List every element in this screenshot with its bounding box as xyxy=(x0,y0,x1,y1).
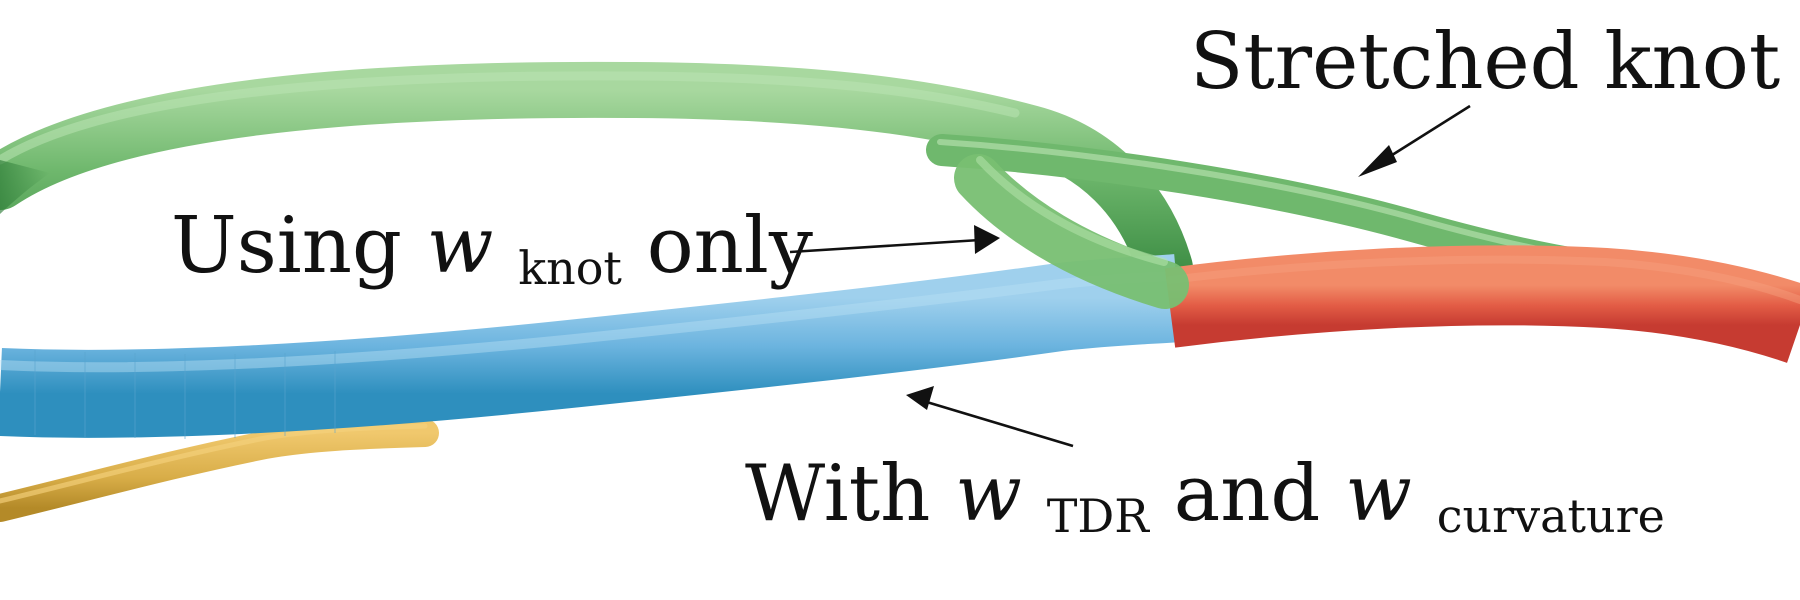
red-tube xyxy=(1164,245,1800,363)
tdr-curvature-arrow xyxy=(906,386,1074,448)
green-tube-crossing xyxy=(954,154,1189,309)
tdr-subscript: TDR xyxy=(1047,489,1151,543)
stretched-knot-arrow xyxy=(1358,104,1471,177)
knot-only-prefix: Using xyxy=(171,201,427,291)
knot-only-label: Using w knot only xyxy=(171,201,813,303)
tdr-curvature-label: With w TDR and w curvature xyxy=(745,449,1665,551)
tdr-curvature-middle: and xyxy=(1174,449,1345,539)
knot-only-arrow xyxy=(789,225,1000,254)
curvature-subscript: curvature xyxy=(1437,489,1665,543)
knot-only-subscript: knot xyxy=(518,241,622,295)
blue-tube xyxy=(0,254,1183,439)
stretched-knot-label: Stretched knot xyxy=(1190,17,1780,107)
yellow-tube xyxy=(0,419,439,522)
curvature-math: w xyxy=(1345,449,1412,539)
knot-only-suffix: only xyxy=(647,201,813,291)
knot-only-math: w xyxy=(427,201,494,291)
tdr-curvature-prefix: With xyxy=(745,449,955,539)
tdr-math: w xyxy=(955,449,1022,539)
